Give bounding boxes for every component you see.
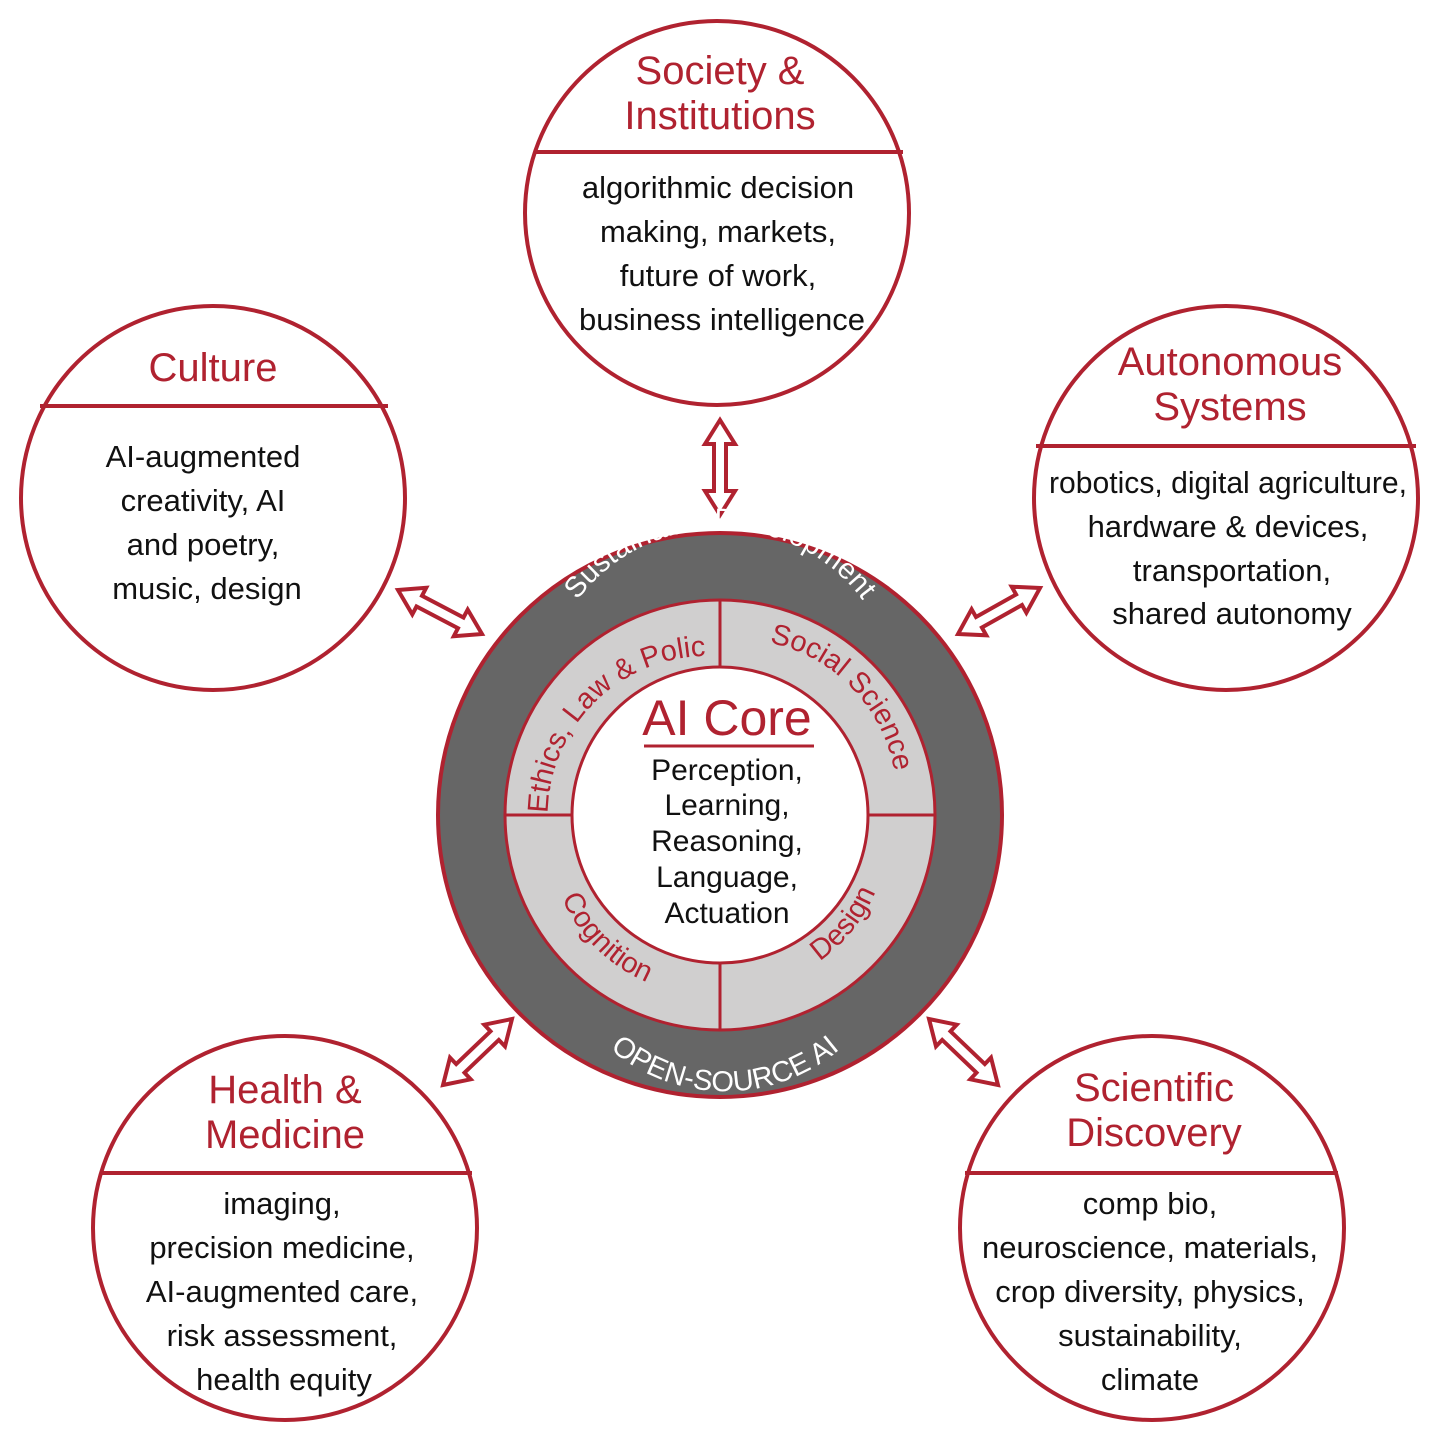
domain-health-line-2: precision medicine,	[149, 1230, 414, 1265]
domain-health-line-4: risk assessment,	[167, 1318, 398, 1353]
domain-health-circle	[91, 1034, 479, 1422]
core-line-3: Reasoning,	[651, 825, 803, 858]
domain-health-line-1: imaging,	[223, 1186, 340, 1221]
domain-health-title-1: Health &	[208, 1068, 362, 1112]
domain-health-line-3: AI-augmented care,	[146, 1274, 418, 1309]
domain-science-title-2: Discovery	[1066, 1111, 1242, 1155]
domain-autonomous-line-2: hardware & devices,	[1088, 509, 1369, 544]
domain-science-title-1: Scientific	[1074, 1066, 1234, 1110]
domain-autonomous-line-1: robotics, digital agriculture,	[1049, 465, 1407, 500]
domain-science-line-4: sustainability,	[1058, 1318, 1242, 1353]
domain-society-title-1: Society &	[636, 49, 805, 93]
domain-culture-title: Culture	[149, 346, 278, 390]
domain-autonomous-line-4: shared autonomy	[1112, 596, 1352, 631]
domain-autonomous-title-1: Autonomous	[1118, 340, 1343, 384]
domain-science-circle	[958, 1034, 1346, 1422]
domain-health: Health & Medicine imaging, precision med…	[91, 1034, 479, 1422]
arrow-culture	[394, 585, 486, 639]
core-circle	[570, 665, 870, 965]
domain-health-title-2: Medicine	[205, 1113, 365, 1157]
core-line-5: Actuation	[664, 897, 789, 930]
core-line-2: Learning,	[664, 789, 789, 822]
connector-arrows	[394, 416, 1044, 1088]
domain-science-line-2: neuroscience, materials,	[982, 1230, 1318, 1265]
domain-culture-circle	[19, 304, 407, 692]
domain-autonomous: Autonomous Systems robotics, digital agr…	[1032, 304, 1420, 692]
core-title: AI Core	[642, 690, 812, 746]
domain-autonomous-circle	[1032, 304, 1420, 692]
domain-science: Scientific Discovery comp bio, neuroscie…	[958, 1034, 1346, 1422]
domain-health-line-5: health equity	[196, 1362, 372, 1397]
domain-autonomous-line-3: transportation,	[1133, 553, 1331, 588]
domain-society-line-4: business intelligence	[579, 302, 865, 337]
domain-autonomous-title-2: Systems	[1153, 385, 1306, 429]
core-line-4: Language,	[656, 861, 798, 894]
domain-society: Society & Institutions algorithmic decis…	[523, 19, 911, 407]
domain-society-circle	[523, 19, 911, 407]
domain-culture-line-3: and poetry,	[127, 527, 280, 562]
core-line-1: Perception,	[651, 754, 803, 787]
arrow-health	[440, 1016, 515, 1088]
domain-society-title-2: Institutions	[624, 94, 815, 138]
domain-culture-line-1: AI-augmented	[106, 439, 301, 474]
domain-culture-line-2: creativity, AI	[121, 483, 286, 518]
domain-science-line-1: comp bio,	[1083, 1186, 1217, 1221]
domain-society-line-1: algorithmic decision	[582, 170, 854, 205]
domain-society-line-2: making, markets,	[600, 214, 836, 249]
domain-culture-line-4: music, design	[112, 571, 302, 606]
domain-science-line-5: climate	[1101, 1362, 1199, 1397]
domain-culture: Culture AI-augmented creativity, AI and …	[19, 304, 407, 692]
arrow-autonomous	[954, 584, 1044, 638]
arrow-society	[701, 416, 739, 519]
domain-society-line-3: future of work,	[620, 258, 816, 293]
arrow-science	[926, 1016, 1001, 1088]
domain-science-line-3: crop diversity, physics,	[995, 1274, 1305, 1309]
